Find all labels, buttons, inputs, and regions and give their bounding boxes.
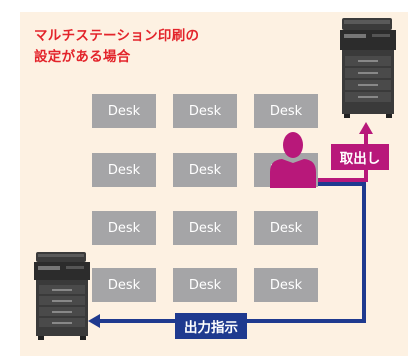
desk-r1-c1: Desk	[92, 94, 156, 128]
desk-r2-c1: Desk	[92, 153, 156, 187]
print-instruction-label: 出力指示	[175, 313, 247, 339]
pickup-label: 取出し	[331, 144, 389, 170]
desk-r4-c2: Desk	[173, 268, 237, 302]
pickup-arrowhead	[359, 122, 373, 134]
desk-r4-c3: Desk	[254, 268, 318, 302]
title-line-1: マルチステーション印刷の	[34, 28, 200, 44]
printer-icon-top	[340, 18, 396, 118]
printer-icon-bottom	[34, 252, 90, 340]
desk-r1-c3: Desk	[254, 94, 318, 128]
desk-r3-c3: Desk	[254, 211, 318, 245]
desk-r1-c2: Desk	[173, 94, 237, 128]
title-line-2: 設定がある場合	[34, 49, 131, 65]
desk-r2-c2: Desk	[173, 153, 237, 187]
desk-r4-c1: Desk	[92, 268, 156, 302]
desk-r3-c1: Desk	[92, 211, 156, 245]
print-path	[96, 182, 366, 323]
person-icon	[270, 132, 316, 188]
desk-r3-c2: Desk	[173, 211, 237, 245]
print-arrowhead	[88, 314, 100, 328]
